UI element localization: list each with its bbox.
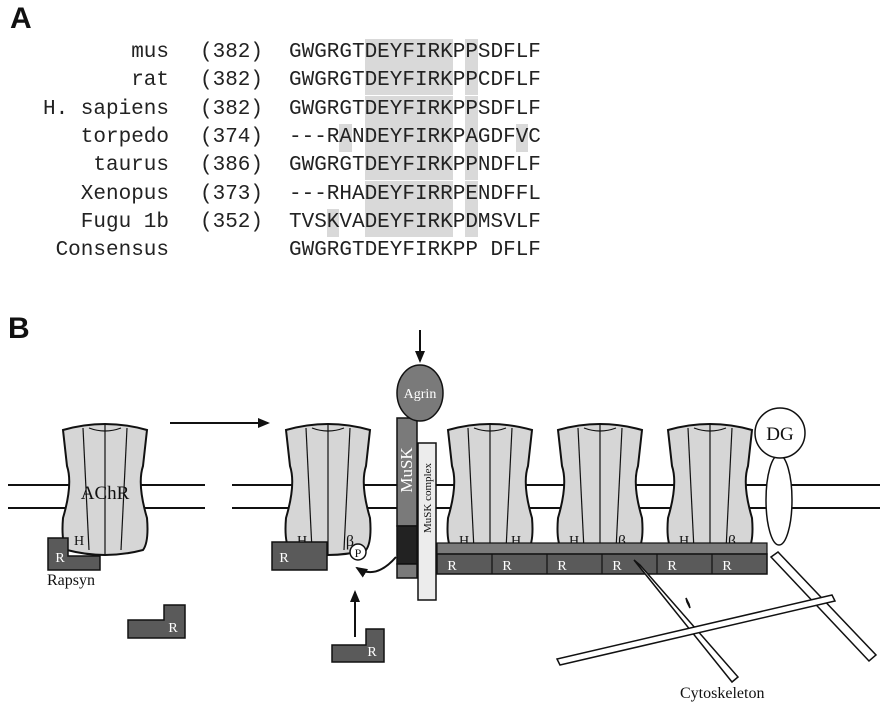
musk-complex: MuSK complex bbox=[418, 443, 436, 600]
achr-receptor: H β P bbox=[668, 424, 753, 560]
svg-text:R: R bbox=[447, 559, 457, 574]
svg-text:R: R bbox=[557, 559, 567, 574]
achr-receptor: H β P bbox=[558, 424, 643, 560]
agrin-label: Agrin bbox=[404, 387, 437, 402]
rapsyn-free: R bbox=[332, 629, 384, 662]
cytoskeleton-label: Cytoskeleton bbox=[680, 685, 764, 702]
achr-label: AChR bbox=[81, 483, 130, 504]
p-label: P bbox=[355, 546, 362, 560]
svg-text:R: R bbox=[612, 559, 622, 574]
musk-complex-label: MuSK complex bbox=[422, 463, 434, 533]
rapsyn-free: R bbox=[128, 605, 185, 638]
svg-text:R: R bbox=[722, 559, 732, 574]
svg-text:R: R bbox=[168, 621, 178, 636]
dg-label: DG bbox=[766, 424, 794, 445]
musk-receptor: MuSK bbox=[397, 418, 417, 578]
h-label: H bbox=[74, 534, 84, 549]
svg-text:R: R bbox=[667, 559, 677, 574]
dystroglycan: DG bbox=[755, 408, 805, 545]
rapsyn-scaffold: R R R R R R bbox=[437, 543, 767, 574]
rapsyn-label: Rapsyn bbox=[47, 572, 95, 589]
achr-receptor: H β P bbox=[286, 424, 371, 560]
svg-text:R: R bbox=[502, 559, 512, 574]
achr-receptor: AChR H bbox=[63, 424, 148, 555]
svg-text:R: R bbox=[367, 645, 377, 660]
achr-receptor: H H bbox=[448, 424, 533, 555]
agrin: Agrin bbox=[397, 365, 443, 421]
svg-text:R: R bbox=[279, 551, 289, 566]
r-label: R bbox=[55, 551, 65, 566]
rapsyn-bound: R bbox=[272, 542, 327, 570]
musk-label: MuSK bbox=[397, 447, 416, 493]
